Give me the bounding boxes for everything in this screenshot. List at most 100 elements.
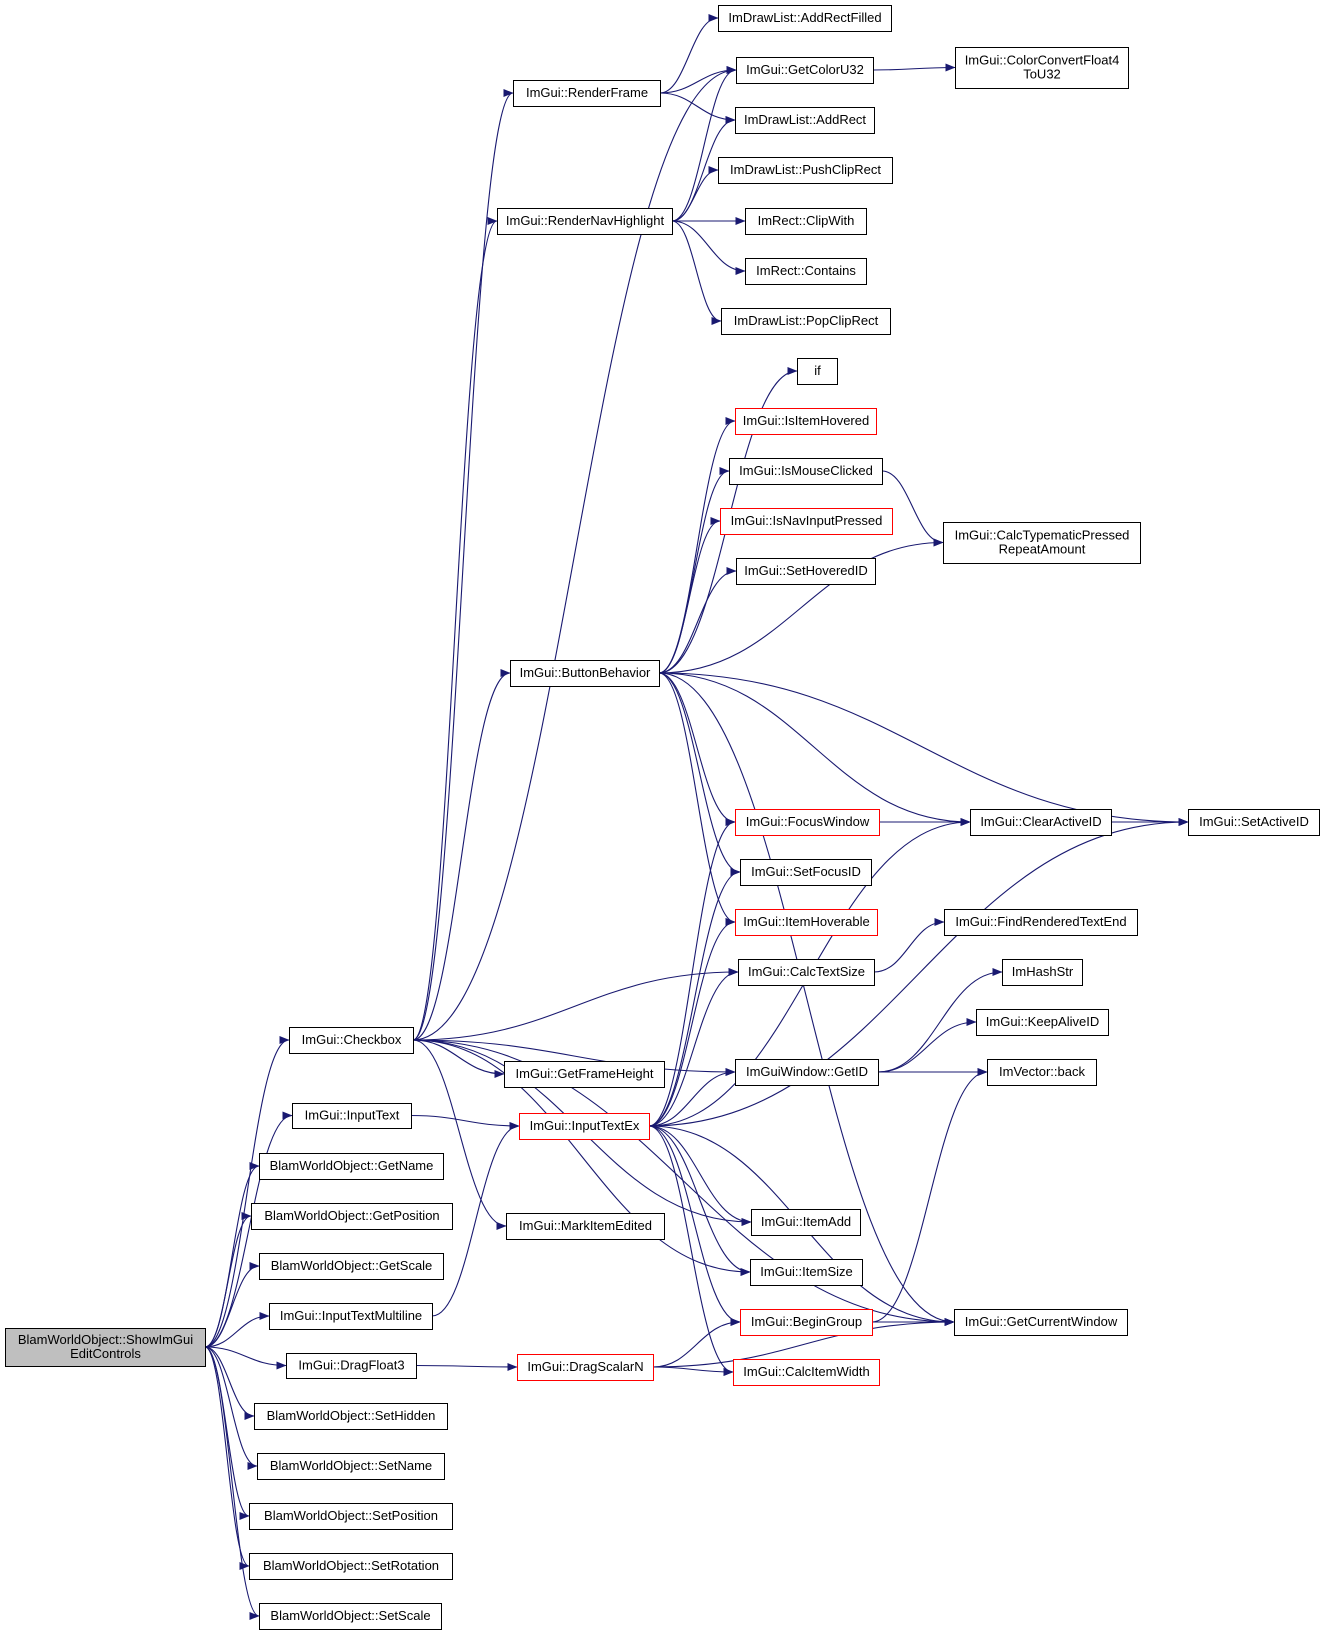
node-box-findrenderedtextend[interactable] xyxy=(944,909,1138,936)
node-itemsize[interactable]: ImGui::ItemSize xyxy=(750,1259,863,1286)
node-box-getscale[interactable] xyxy=(259,1253,444,1280)
node-if[interactable]: if xyxy=(797,358,838,385)
node-box-getframeheight[interactable] xyxy=(504,1061,665,1088)
node-getname[interactable]: BlamWorldObject::GetName xyxy=(259,1153,444,1180)
node-calctextsize[interactable]: ImGui::CalcTextSize xyxy=(738,959,875,986)
node-inputtext[interactable]: ImGui::InputText xyxy=(292,1103,412,1129)
node-calcitemwidth[interactable]: ImGui::CalcItemWidth xyxy=(733,1359,880,1386)
node-setfocusid[interactable]: ImGui::SetFocusID xyxy=(740,859,872,886)
node-checkbox[interactable]: ImGui::Checkbox xyxy=(289,1027,414,1054)
node-box-calcitemwidth[interactable] xyxy=(733,1359,880,1386)
node-box-setscale[interactable] xyxy=(259,1603,442,1630)
node-box-inputtextmultiline[interactable] xyxy=(269,1303,433,1330)
node-box-calctypematic[interactable] xyxy=(943,522,1141,564)
node-focuswindow[interactable]: ImGui::FocusWindow xyxy=(735,809,880,836)
node-box-addrect[interactable] xyxy=(735,107,875,134)
node-rendernavhighlight[interactable]: ImGui::RenderNavHighlight xyxy=(497,208,673,235)
node-dragfloat3[interactable]: ImGui::DragFloat3 xyxy=(286,1353,417,1379)
node-isitemhovered[interactable]: ImGui::IsItemHovered xyxy=(735,408,877,435)
node-box-getcurrentwindow[interactable] xyxy=(954,1309,1128,1336)
node-dragscalarn[interactable]: ImGui::DragScalarN xyxy=(517,1354,654,1381)
node-box-setrotation[interactable] xyxy=(249,1553,453,1580)
node-box-buttonbehavior[interactable] xyxy=(510,660,660,687)
node-setposition[interactable]: BlamWorldObject::SetPosition xyxy=(249,1503,453,1530)
node-box-getposition[interactable] xyxy=(251,1203,453,1230)
node-setscale[interactable]: BlamWorldObject::SetScale xyxy=(259,1603,442,1630)
node-box-calctextsize[interactable] xyxy=(738,959,875,986)
node-box-keepaliveid[interactable] xyxy=(976,1009,1109,1036)
node-ismouseclicked[interactable]: ImGui::IsMouseClicked xyxy=(729,458,883,485)
node-setactiveid[interactable]: ImGui::SetActiveID xyxy=(1188,809,1320,836)
node-box-setfocusid[interactable] xyxy=(740,859,872,886)
node-box-inputtext[interactable] xyxy=(292,1103,412,1129)
node-box-itemhoverable[interactable] xyxy=(735,909,878,936)
node-box-getname[interactable] xyxy=(259,1153,444,1180)
node-box-renderframe[interactable] xyxy=(513,80,661,107)
node-box-clearactiveid[interactable] xyxy=(970,809,1112,836)
node-box-getid[interactable] xyxy=(735,1059,879,1086)
node-box-ismouseclicked[interactable] xyxy=(729,458,883,485)
node-box-colorconvert[interactable] xyxy=(955,47,1129,89)
node-box-popcliprect[interactable] xyxy=(721,308,891,335)
node-pushcliprect[interactable]: ImDrawList::PushClipRect xyxy=(718,157,893,184)
node-itemadd[interactable]: ImGui::ItemAdd xyxy=(751,1209,861,1236)
node-box-root[interactable] xyxy=(5,1328,206,1367)
node-box-itemsize[interactable] xyxy=(750,1259,863,1286)
node-imvectorback[interactable]: ImVector::back xyxy=(987,1059,1097,1086)
node-box-setposition[interactable] xyxy=(249,1503,453,1530)
node-box-imvectorback[interactable] xyxy=(987,1059,1097,1086)
node-sethoveredid[interactable]: ImGui::SetHoveredID xyxy=(736,558,876,585)
node-box-itemadd[interactable] xyxy=(751,1209,861,1236)
node-renderframe[interactable]: ImGui::RenderFrame xyxy=(513,80,661,107)
node-box-focuswindow[interactable] xyxy=(735,809,880,836)
node-getcurrentwindow[interactable]: ImGui::GetCurrentWindow xyxy=(954,1309,1128,1336)
node-contains[interactable]: ImRect::Contains xyxy=(745,258,867,285)
node-box-isnavinputpressed[interactable] xyxy=(720,508,893,535)
node-box-checkbox[interactable] xyxy=(289,1027,414,1054)
node-box-clipwith[interactable] xyxy=(745,208,867,235)
node-popcliprect[interactable]: ImDrawList::PopClipRect xyxy=(721,308,891,335)
node-sethidden[interactable]: BlamWorldObject::SetHidden xyxy=(254,1403,448,1430)
node-setrotation[interactable]: BlamWorldObject::SetRotation xyxy=(249,1553,453,1580)
node-itemhoverable[interactable]: ImGui::ItemHoverable xyxy=(735,909,878,936)
node-getid[interactable]: ImGuiWindow::GetID xyxy=(735,1059,879,1086)
node-box-isitemhovered[interactable] xyxy=(735,408,877,435)
node-getposition[interactable]: BlamWorldObject::GetPosition xyxy=(251,1203,453,1230)
node-box-dragscalarn[interactable] xyxy=(517,1354,654,1381)
node-buttonbehavior[interactable]: ImGui::ButtonBehavior xyxy=(510,660,660,687)
node-box-getcoloru32[interactable] xyxy=(736,57,874,84)
node-findrenderedtextend[interactable]: ImGui::FindRenderedTextEnd xyxy=(944,909,1138,936)
node-box-dragfloat3[interactable] xyxy=(286,1353,417,1379)
node-markitemedited[interactable]: ImGui::MarkItemEdited xyxy=(506,1213,665,1240)
node-addrectfilled[interactable]: ImDrawList::AddRectFilled xyxy=(718,5,892,32)
node-getscale[interactable]: BlamWorldObject::GetScale xyxy=(259,1253,444,1280)
node-box-pushcliprect[interactable] xyxy=(718,157,893,184)
node-box-if[interactable] xyxy=(797,358,838,385)
node-getcoloru32[interactable]: ImGui::GetColorU32 xyxy=(736,57,874,84)
node-getframeheight[interactable]: ImGui::GetFrameHeight xyxy=(504,1061,665,1088)
node-box-rendernavhighlight[interactable] xyxy=(497,208,673,235)
node-box-addrectfilled[interactable] xyxy=(718,5,892,32)
node-box-setname[interactable] xyxy=(257,1453,445,1480)
node-box-inputtextex[interactable] xyxy=(519,1113,650,1140)
node-clipwith[interactable]: ImRect::ClipWith xyxy=(745,208,867,235)
node-imhashstr[interactable]: ImHashStr xyxy=(1002,959,1083,986)
node-box-imhashstr[interactable] xyxy=(1002,959,1083,986)
node-box-markitemedited[interactable] xyxy=(506,1213,665,1240)
node-addrect[interactable]: ImDrawList::AddRect xyxy=(735,107,875,134)
node-box-begingroup[interactable] xyxy=(740,1309,873,1336)
node-box-setactiveid[interactable] xyxy=(1188,809,1320,836)
node-box-sethoveredid[interactable] xyxy=(736,558,876,585)
node-clearactiveid[interactable]: ImGui::ClearActiveID xyxy=(970,809,1112,836)
node-inputtextex[interactable]: ImGui::InputTextEx xyxy=(519,1113,650,1140)
node-box-sethidden[interactable] xyxy=(254,1403,448,1430)
node-begingroup[interactable]: ImGui::BeginGroup xyxy=(740,1309,873,1336)
node-keepaliveid[interactable]: ImGui::KeepAliveID xyxy=(976,1009,1109,1036)
node-isnavinputpressed[interactable]: ImGui::IsNavInputPressed xyxy=(720,508,893,535)
node-setname[interactable]: BlamWorldObject::SetName xyxy=(257,1453,445,1480)
node-inputtextmultiline[interactable]: ImGui::InputTextMultiline xyxy=(269,1303,433,1330)
node-box-contains[interactable] xyxy=(745,258,867,285)
